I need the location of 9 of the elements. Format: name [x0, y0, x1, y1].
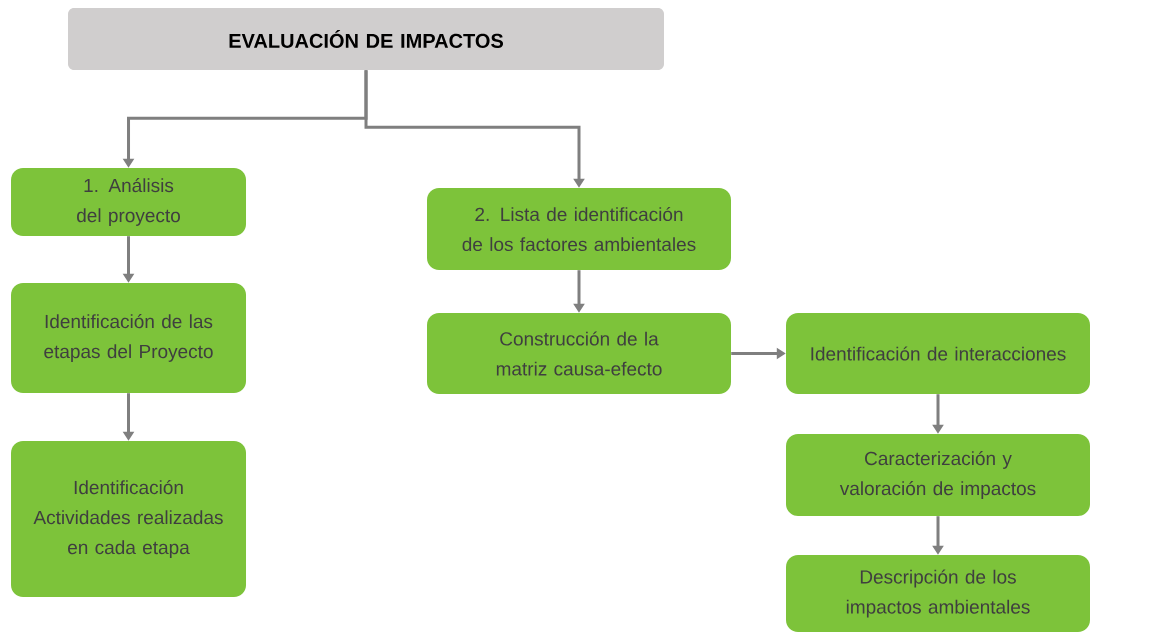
process-box: Identificación Actividades realizadas en cada etapa	[11, 441, 246, 597]
process-box: 2. Lista de identificación de los factores ambientales	[427, 188, 731, 270]
title-box: EVALUACIÓN DE IMPACTOS	[68, 8, 664, 70]
process-box: 1. Análisis del proyecto	[11, 168, 246, 236]
process-box: Construcción de la matriz causa-efecto	[427, 313, 731, 394]
process-box: Descripción de los impactos ambientales	[786, 555, 1090, 632]
process-box: Identificación de las etapas del Proyecto	[11, 283, 246, 393]
process-box: Identificación de interacciones	[786, 313, 1090, 394]
process-box: Caracterización y valoración de impactos	[786, 434, 1090, 516]
